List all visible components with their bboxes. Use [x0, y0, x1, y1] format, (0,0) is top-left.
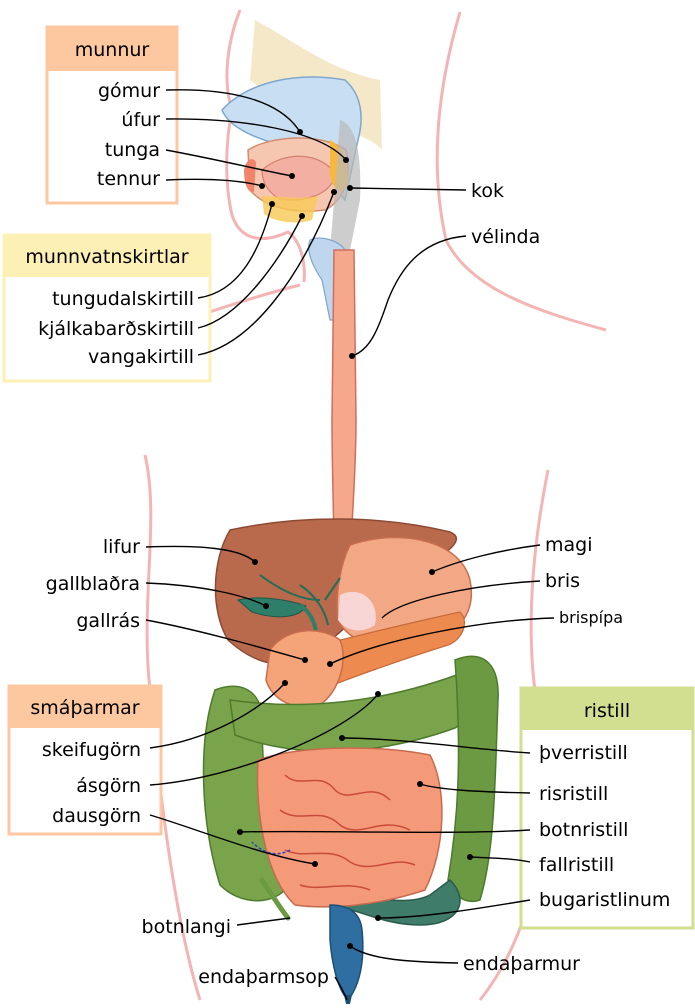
salivary-labels: tungudalskirtill kjálkabarðskirtill vang…	[38, 288, 194, 368]
teeth	[244, 159, 256, 193]
group-colon: ristill	[519, 686, 695, 930]
mouth-labels: gómur úfur tunga tennur	[97, 80, 160, 190]
ileocecal-arrow	[251, 841, 291, 855]
label-anus: endaþarmsop	[198, 966, 329, 988]
group-small-intestine-title: smáþarmar	[30, 697, 139, 719]
pharynx-shape	[330, 120, 361, 250]
tongue-shape	[261, 155, 337, 201]
duodenum	[265, 629, 344, 708]
label-pancreatic-duct: brispípa	[559, 608, 623, 627]
label-pharynx: kok	[471, 180, 504, 202]
liver-veins	[259, 574, 341, 626]
label-gallbladder: gallblaðra	[46, 573, 140, 595]
organ-labels: kok vélinda lifur gallblaðra gallrás mag…	[46, 180, 623, 988]
esophagus	[331, 249, 357, 561]
gallbladder	[236, 597, 307, 618]
label-submandibular-gland: kjálkabarðskirtill	[38, 318, 194, 340]
label-stomach: magi	[545, 534, 593, 556]
label-jejunum: ásgörn	[76, 775, 141, 797]
label-cecum: botnristill	[539, 819, 628, 841]
label-tongue: tunga	[105, 139, 160, 161]
leader-lines	[145, 89, 555, 1001]
label-transverse-colon: þverristill	[539, 742, 628, 764]
group-mouth: munnur	[45, 25, 179, 205]
label-rectum: endaþarmur	[463, 953, 580, 975]
group-colon-title: ristill	[584, 700, 630, 722]
label-palate: gómur	[98, 80, 160, 102]
group-small-intestine: smáþarmar	[7, 684, 163, 836]
label-pancreas: bris	[545, 570, 580, 592]
label-parotid-gland: vangakirtill	[88, 346, 194, 368]
leader-dots	[237, 129, 473, 949]
label-bile-duct: gallrás	[76, 610, 140, 632]
label-esophagus: vélinda	[471, 226, 540, 248]
label-uvula: úfur	[121, 109, 160, 131]
label-liver: lifur	[103, 536, 140, 558]
small-intestine	[256, 747, 443, 908]
label-ileum: dausgörn	[52, 805, 141, 827]
small-intestine-folds	[279, 774, 416, 891]
group-mouth-title: munnur	[75, 39, 150, 61]
colon-labels: þverristill risristill botnristill fallr…	[539, 742, 670, 911]
label-sigmoid-colon: bugaristlinum	[539, 889, 670, 911]
stomach-inner	[338, 591, 376, 631]
appendix	[259, 877, 291, 921]
label-ascending-colon: risristill	[539, 783, 608, 805]
label-appendix: botnlangi	[142, 916, 231, 938]
descending-colon	[447, 655, 499, 902]
label-duodenum: skeifugörn	[42, 739, 141, 761]
label-descending-colon: fallristill	[539, 854, 614, 876]
rectum	[329, 904, 364, 1002]
head-interior	[221, 20, 382, 321]
group-salivary: munnvatnskirtlar	[2, 233, 212, 383]
label-teeth: tennur	[97, 168, 160, 190]
small-intestine-labels: skeifugörn ásgörn dausgörn	[42, 739, 141, 827]
group-salivary-title: munnvatnskirtlar	[25, 246, 188, 268]
label-sublingual-gland: tungudalskirtill	[52, 288, 194, 310]
